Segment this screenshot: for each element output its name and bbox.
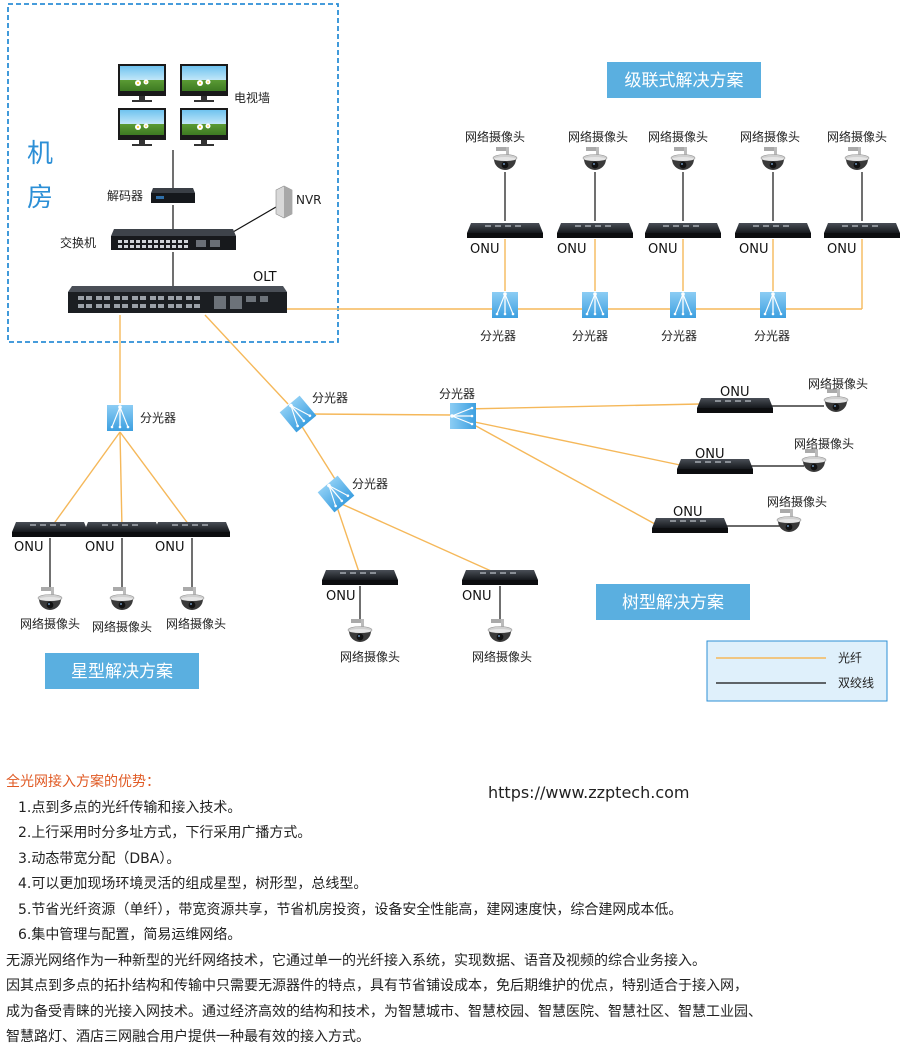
camera-label: 网络摄像头 — [166, 616, 226, 631]
cascade-label: 级联式解决方案 — [625, 71, 744, 91]
tv-wall-label: 电视墙 — [234, 90, 270, 105]
camera-label: 网络摄像头 — [808, 376, 868, 391]
website-url: https://www.zzptech.com — [488, 783, 690, 802]
decoder — [151, 188, 195, 203]
advantage-item: 2.上行采用时分多址方式，下行采用广播方式。 — [18, 825, 312, 841]
description-line: 成为备受青睐的光接入网技术。通过经济高效的结构和技术，为智慧城市、智慧校园、智慧… — [6, 1003, 762, 1020]
nvr-server — [275, 185, 293, 219]
camera-label: 网络摄像头 — [740, 129, 800, 144]
nvr-label: NVR — [296, 193, 322, 207]
tree-label: 树型解决方案 — [622, 593, 724, 613]
tree-splitter-3-label: 分光器 — [352, 477, 388, 491]
onu-label: ONU — [648, 242, 677, 257]
splitter-label: 分光器 — [661, 329, 697, 343]
camera-label: 网络摄像头 — [472, 649, 532, 664]
onu-label: ONU — [326, 589, 355, 604]
camera-label: 网络摄像头 — [648, 129, 708, 144]
decoder-label: 解码器 — [107, 189, 143, 203]
camera-label: 网络摄像头 — [465, 129, 525, 144]
star-label-box — [45, 653, 199, 689]
advantage-item: 5.节省光纤资源（单纤），带宽资源共享，节省机房投资，设备安全性能高，建网速度快… — [18, 901, 683, 918]
text-block: 全光网接入方案的优势： 1.点到多点的光纤传输和接入技术。 2.上行采用时分多址… — [6, 770, 896, 1051]
onu-label: ONU — [673, 505, 702, 520]
fiber-lines — [49, 239, 863, 576]
tree-right-onus: ONU ONU ONU 网络摄像头 网络摄像头 网络摄像头 — [652, 376, 868, 533]
cascade-label-box — [607, 62, 761, 98]
advantage-item: 3.动态带宽分配（DBA）。 — [18, 850, 181, 867]
switch — [111, 229, 236, 250]
tv-wall — [118, 64, 228, 146]
legend-twisted-label: 双绞线 — [838, 675, 874, 690]
onu-label: ONU — [85, 540, 114, 555]
camera-label: 网络摄像头 — [767, 494, 827, 509]
advantage-item: 4.可以更加现场环境灵活的组成星型，树形型，总线型。 — [18, 876, 368, 892]
onu-label: ONU — [695, 447, 724, 462]
tree-splitter-1-label: 分光器 — [312, 391, 348, 405]
description-line: 无源光网络作为一种新型的光纤网络技术，它通过单一的光纤接入系统，实现数据、语音及… — [6, 952, 706, 969]
onu-label: ONU — [14, 540, 43, 555]
splitter-label: 分光器 — [754, 329, 790, 343]
cascade-onus: ONU ONU ONU ONU ONU — [467, 223, 900, 257]
star-label: 星型解决方案 — [71, 662, 173, 682]
network-topology-diagram: 机 房 — [7, 3, 900, 702]
advantage-item: 6.集中管理与配置，简易运维网络。 — [18, 927, 242, 943]
onu-label: ONU — [155, 540, 184, 555]
camera-label: 网络摄像头 — [340, 649, 400, 664]
machine-room-char-2: 房 — [27, 183, 53, 213]
machine-room-frame — [7, 3, 339, 343]
tree-splitter-2-label: 分光器 — [439, 387, 475, 401]
camera-label: 网络摄像头 — [20, 616, 80, 631]
legend-fiber-label: 光纤 — [838, 651, 862, 665]
cascade-cameras: 网络摄像头 网络摄像头 网络摄像头 网络摄像头 网络摄像头 — [465, 129, 887, 171]
onu-label: ONU — [720, 385, 749, 400]
camera-label: 网络摄像头 — [794, 436, 854, 451]
olt-label: OLT — [253, 270, 277, 285]
camera-label: 网络摄像头 — [827, 129, 887, 144]
star-cameras: 网络摄像头 网络摄像头 网络摄像头 — [20, 586, 226, 634]
tree-label-box — [596, 584, 750, 620]
machine-room-char-1: 机 — [27, 139, 53, 169]
star-splitter — [106, 404, 134, 432]
switch-label: 交换机 — [60, 235, 96, 250]
onu-label: ONU — [739, 242, 768, 257]
twisted-pair-lines — [49, 150, 863, 620]
onu-label: ONU — [827, 242, 856, 257]
onu-label: ONU — [470, 242, 499, 257]
legend: 光纤 双绞线 — [706, 640, 888, 702]
tree-lower-onus: ONU ONU 网络摄像头 网络摄像头 — [322, 570, 538, 664]
olt-device — [68, 286, 287, 313]
cascade-splitters: 分光器 分光器 分光器 分光器 — [480, 291, 790, 343]
advantages-title: 全光网接入方案的优势： — [6, 774, 160, 790]
star-onus: ONU ONU ONU — [12, 522, 230, 555]
advantage-item: 1.点到多点的光纤传输和接入技术。 — [18, 799, 242, 816]
description-line: 因其点到多点的拓扑结构和传输中只需要无源器件的特点，具有节省铺设成本，免后期维护… — [6, 978, 748, 994]
camera-label: 网络摄像头 — [568, 129, 628, 144]
tree-splitter-2 — [449, 402, 477, 430]
star-splitter-label: 分光器 — [140, 411, 176, 425]
camera-label: 网络摄像头 — [92, 619, 152, 634]
splitter-label: 分光器 — [572, 329, 608, 343]
onu-label: ONU — [462, 589, 491, 604]
description-line: 智慧路灯、酒店三网融合用户提供一种最有效的接入方式。 — [6, 1029, 370, 1045]
splitter-label: 分光器 — [480, 329, 516, 343]
onu-label: ONU — [557, 242, 586, 257]
